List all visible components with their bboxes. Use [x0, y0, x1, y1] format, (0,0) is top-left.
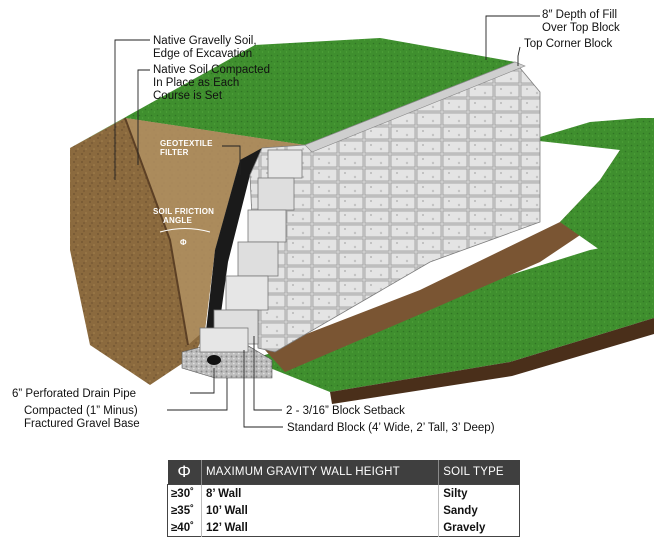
- excavation-edge-line: [124, 117, 189, 346]
- table-row: ≥35˚ 10’ Wall Sandy: [167, 502, 520, 519]
- block-end: [225, 275, 269, 311]
- angle-cell: ≥40˚: [167, 519, 202, 537]
- leader-native-edge: [114, 39, 150, 180]
- height-cell: 12’ Wall: [201, 519, 440, 537]
- phi-symbol: Φ: [180, 238, 187, 247]
- friction-angle-label: ANGLE: [163, 216, 192, 225]
- soil-cell: Gravely: [438, 519, 520, 537]
- table-row: ≥40˚ 12’ Wall Gravely: [167, 519, 520, 537]
- callout-compacted: Native Soil Compacted: [153, 64, 270, 76]
- lower-grass-edge-soil: [330, 318, 654, 404]
- top-grass-lawn: [70, 38, 515, 148]
- callout-block-setback: 2 - 3/16” Block Setback: [286, 405, 405, 417]
- geotextile-filter: [205, 148, 262, 340]
- callout-gravel-base: Compacted (1” Minus): [24, 405, 138, 417]
- geotextile-label: GEOTEXTILE: [160, 139, 213, 148]
- callout-drain-pipe: 6” Perforated Drain Pipe: [12, 388, 136, 400]
- block-stack: [199, 149, 303, 353]
- leader-geotextile: [222, 145, 241, 175]
- leader-gravel-base: [167, 378, 228, 411]
- leader-drain-pipe: [190, 368, 215, 394]
- block-end: [237, 241, 279, 277]
- geotextile-label: FILTER: [160, 148, 189, 157]
- callout-fill-depth: Over Top Block: [542, 22, 620, 34]
- lower-grass-lawn: [250, 238, 654, 392]
- drain-pipe: [207, 355, 221, 365]
- callout-fill-depth: 8″ Depth of Fill: [542, 9, 617, 21]
- callout-top-corner: Top Corner Block: [524, 38, 612, 50]
- callout-standard-block: Standard Block (4’ Wide, 2’ Tall, 3’ Dee…: [287, 422, 495, 434]
- wall-height-table: Φ MAXIMUM GRAVITY WALL HEIGHT SOIL TYPE …: [167, 460, 520, 537]
- soil-header: SOIL TYPE: [438, 460, 520, 485]
- angle-cell: ≥35˚: [167, 502, 202, 519]
- leader-fill-depth: [485, 15, 540, 60]
- height-cell: 10’ Wall: [201, 502, 440, 519]
- block-end: [247, 209, 287, 243]
- friction-angle-arc: [159, 228, 211, 233]
- callout-native-edge: Edge of Excavation: [153, 48, 252, 60]
- leader-standard-block: [243, 350, 283, 428]
- table-row: ≥30˚ 8’ Wall Silty: [167, 484, 520, 502]
- callout-native-edge: Native Gravelly Soil,: [153, 35, 257, 47]
- friction-angle-label: SOIL FRICTION: [153, 207, 214, 216]
- soil-cell: Silty: [438, 484, 520, 502]
- block-end: [267, 149, 303, 179]
- lower-soil-strip: [265, 150, 640, 372]
- leader-top-corner: [517, 46, 521, 66]
- compacted-native-soil: [125, 118, 305, 345]
- block-end: [199, 327, 249, 353]
- wall-top: [304, 61, 526, 153]
- block-end: [257, 177, 295, 211]
- table-header-row: Φ MAXIMUM GRAVITY WALL HEIGHT SOIL TYPE: [167, 460, 520, 485]
- leader-block-setback: [253, 336, 282, 411]
- leader-compacted: [137, 69, 150, 165]
- height-header: MAXIMUM GRAVITY WALL HEIGHT: [201, 460, 440, 485]
- height-cell: 8’ Wall: [201, 484, 440, 502]
- soil-cell: Sandy: [438, 502, 520, 519]
- callout-compacted: In Place as Each: [153, 77, 239, 89]
- angle-cell: ≥30˚: [167, 484, 202, 502]
- callout-gravel-base: Fractured Gravel Base: [24, 418, 140, 430]
- callout-compacted: Course is Set: [153, 90, 223, 102]
- right-back-grass: [530, 118, 654, 250]
- phi-header: Φ: [167, 460, 202, 485]
